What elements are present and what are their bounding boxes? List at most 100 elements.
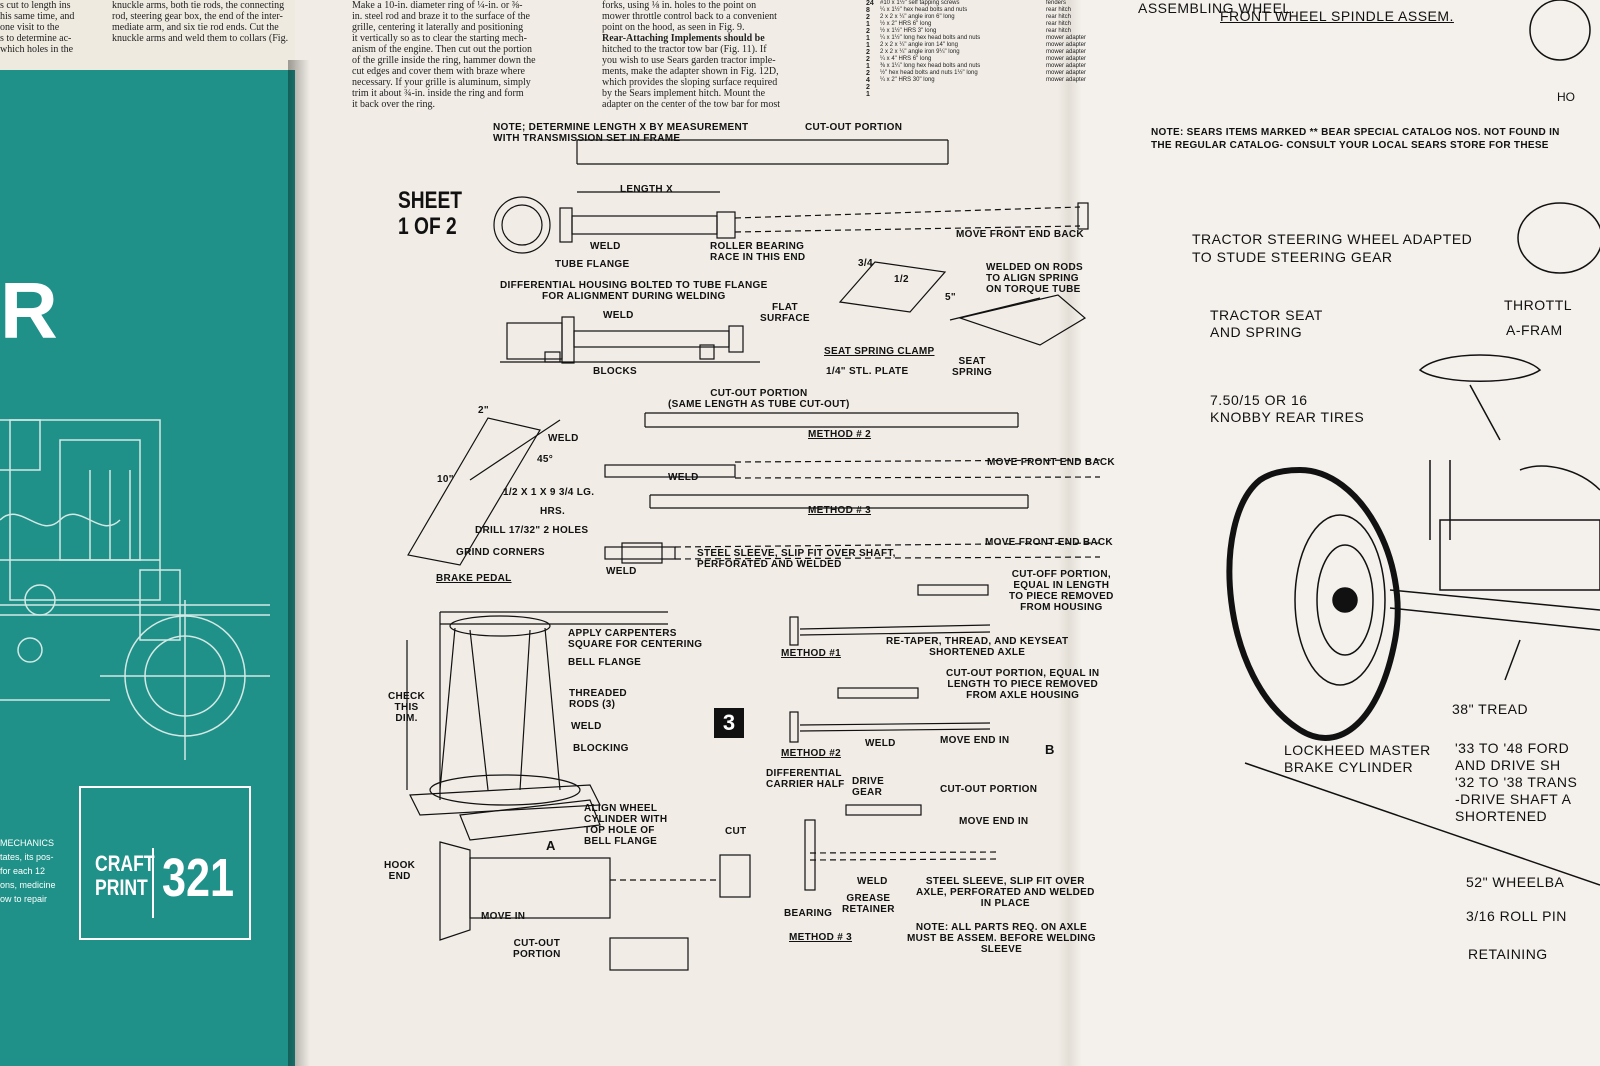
threaded-rods-label: THREADED RODS (3) [569, 688, 627, 710]
fig-label-a: A [546, 838, 556, 853]
article-line: s cut to length ins [0, 0, 71, 11]
stl-plate-dim: 1/4" [826, 366, 846, 377]
pedal-stock-size: 1/2 X 1 X 9 3/4 LG. [503, 487, 595, 498]
weld-label-2: WELD [603, 310, 634, 321]
paper-fold [1058, 0, 1082, 1066]
label-line: FROM AXLE HOUSING [966, 690, 1080, 701]
article-col-2: knuckle arms, both tie rods, the connect… [112, 0, 342, 44]
article-line: necessary. If your grille is aluminum, s… [352, 77, 531, 88]
hook-end-label: HOOK END [384, 860, 415, 882]
article-line: point on the hood, as seen in Fig. 9. [602, 22, 745, 33]
label-line: TO ALIGN SPRING [986, 273, 1079, 284]
method-2-axle-title: METHOD #2 [781, 748, 841, 759]
parts-desc-cell: 2 x 2 x ¼" angle iron 14" long [880, 42, 958, 48]
article-line: knuckle arms, both tie rods, the connect… [112, 0, 285, 11]
corner-label: HO [1557, 90, 1575, 104]
label-line: SQUARE FOR CENTERING [568, 639, 703, 650]
drive-gear-label: DRIVE GEAR [852, 776, 884, 798]
move-in-label: MOVE IN [481, 911, 526, 922]
label-line: ON TORQUE TUBE [986, 284, 1081, 295]
label-line: KNOBBY REAR TIRES [1210, 409, 1365, 425]
label-line: THE REGULAR CATALOG- CONSULT YOUR LOCAL … [1151, 140, 1549, 151]
move-front-end-back-1: MOVE FRONT END BACK [956, 229, 1084, 240]
label-line: PORTION [513, 949, 561, 960]
tractor-seat-label: TRACTOR SEAT AND SPRING [1210, 307, 1323, 341]
move-front-end-back-2: MOVE FRONT END BACK [987, 457, 1115, 468]
parts-desc-cell: ¼ x 2" HRS 30" long [880, 77, 935, 83]
figure-number-badge: 3 [714, 708, 744, 738]
craft-print-number-text: 321 [162, 848, 235, 908]
differential-housing-note: DIFFERENTIAL HOUSING BOLTED TO TUBE FLAN… [500, 280, 768, 302]
label-line: '32 TO '38 TRANS [1455, 774, 1578, 790]
move-front-end-back-3: MOVE FRONT END BACK [985, 537, 1113, 548]
brake-pedal-title: BRAKE PEDAL [436, 573, 512, 584]
weld-label: WELD [590, 241, 621, 252]
parts-qty-cell: 24 [866, 0, 874, 7]
weld-label-8: WELD [857, 876, 888, 887]
weld-label-3: WELD [668, 472, 699, 483]
side-text-line: ons, medicine [0, 880, 56, 890]
article-line: it back over the ring. [352, 99, 436, 110]
craft-line-2: PRINT [95, 875, 148, 900]
label-line: CARRIER HALF [766, 779, 845, 790]
parts-use-cell: mower adapter [1046, 77, 1087, 83]
side-text-line: tates, its pos- [0, 852, 54, 862]
label-line: DIFFERENTIAL HOUSING BOLTED TO TUBE FLAN… [500, 280, 768, 291]
cut-out-portion-2: CUT-OUT PORTION (SAME LENGTH AS TUBE CUT… [668, 388, 850, 410]
label-line: RETAINER [842, 904, 895, 915]
label-line: '33 TO '48 FORD [1455, 740, 1570, 756]
sheet-title-line-1: SHEET [398, 187, 463, 214]
parts-qty-cell: 2 [866, 84, 870, 91]
article-strip-left [0, 0, 306, 70]
throttle-label: THROTTL [1504, 297, 1573, 313]
parts-qty-cell: 2 [866, 70, 870, 77]
cut-label: CUT [725, 826, 747, 837]
pedal-dim-2in: 2" [478, 405, 489, 416]
label-line: NOTE: ALL PARTS REQ. ON AXLE [915, 922, 1088, 933]
label-line: THREADED [569, 688, 627, 699]
assembling-wheel-text: ASSEMBLING WHEEL. [1138, 0, 1296, 16]
side-text-line: ow to repair [0, 894, 48, 904]
weld-label-5: WELD [548, 433, 579, 444]
steel-sleeve-axle-label: STEEL SLEEVE, SLIP FIT OVER AXLE, PERFOR… [916, 876, 1095, 909]
label-line: SEAT [958, 356, 986, 367]
article-line: ments, make the adapter shown in Fig. 12… [602, 66, 779, 77]
method-3-axle-title: METHOD # 3 [789, 932, 853, 943]
craft-print-number: 321 [162, 850, 252, 906]
label-line: SURFACE [760, 313, 810, 324]
pedal-dim-angle: 45° [537, 454, 554, 465]
label-line: RODS (3) [569, 699, 616, 710]
side-text-line: MECHANICS [0, 838, 55, 848]
parts-desc-cell: ⅜ x 1¼" long hex head bolts and nuts [880, 63, 981, 69]
parts-qty-cell: 2 [866, 14, 870, 21]
dim-five: 5" [945, 292, 956, 303]
article-line: Rear-Attaching Implements should be [602, 33, 765, 44]
retaper-label: RE-TAPER, THREAD, AND KEYSEAT SHORTENED … [886, 636, 1068, 658]
pedal-drill-label: DRILL 17/32" 2 HOLES [475, 525, 589, 536]
label-line: APPLY CARPENTERS [568, 628, 677, 639]
pedal-hrs-label: HRS. [540, 506, 566, 517]
parts-use-cell: mower adapter [1046, 70, 1087, 76]
cut-out-portion-label: CUT-OUT PORTION [805, 122, 903, 133]
label-line: FROM HOUSING [1020, 602, 1103, 613]
label-line: CYLINDER WITH [584, 814, 668, 825]
teal-side-text: MECHANICS tates, its pos- for each 12 on… [0, 836, 56, 906]
length-x-label: LENGTH X [620, 184, 673, 195]
parts-use-cell: mower adapter [1046, 42, 1087, 48]
label-line: TRACTOR SEAT [1210, 307, 1323, 323]
parts-desc-cell: ½ x 1½" HRS 3" long [880, 28, 937, 34]
parts-use-cell: rear hitch [1046, 14, 1072, 20]
article-line: which holes in the [0, 44, 74, 55]
pedal-grind-label: GRIND CORNERS [456, 547, 545, 558]
rear-tires-label: 7.50/15 OR 16 KNOBBY REAR TIRES [1210, 392, 1364, 426]
parts-use-cell: fenders [1046, 0, 1067, 6]
label-line: FOR ALIGNMENT DURING WELDING [542, 291, 726, 302]
steering-wheel-label: TRACTOR STEERING WHEEL ADAPTED TO STUDE … [1192, 230, 1472, 266]
article-line: trim it about ¾-in. inside the ring and … [352, 88, 524, 99]
align-wheel-label: ALIGN WHEEL CYLINDER WITH TOP HOLE OF BE… [584, 803, 667, 847]
label-line: 7.50/15 OR 16 [1210, 392, 1308, 408]
blocks-label: BLOCKS [593, 366, 638, 377]
label-line: BRAKE CYLINDER [1284, 759, 1414, 775]
cut-out-equal-label: CUT-OUT PORTION, EQUAL IN LENGTH TO PIEC… [946, 668, 1099, 701]
